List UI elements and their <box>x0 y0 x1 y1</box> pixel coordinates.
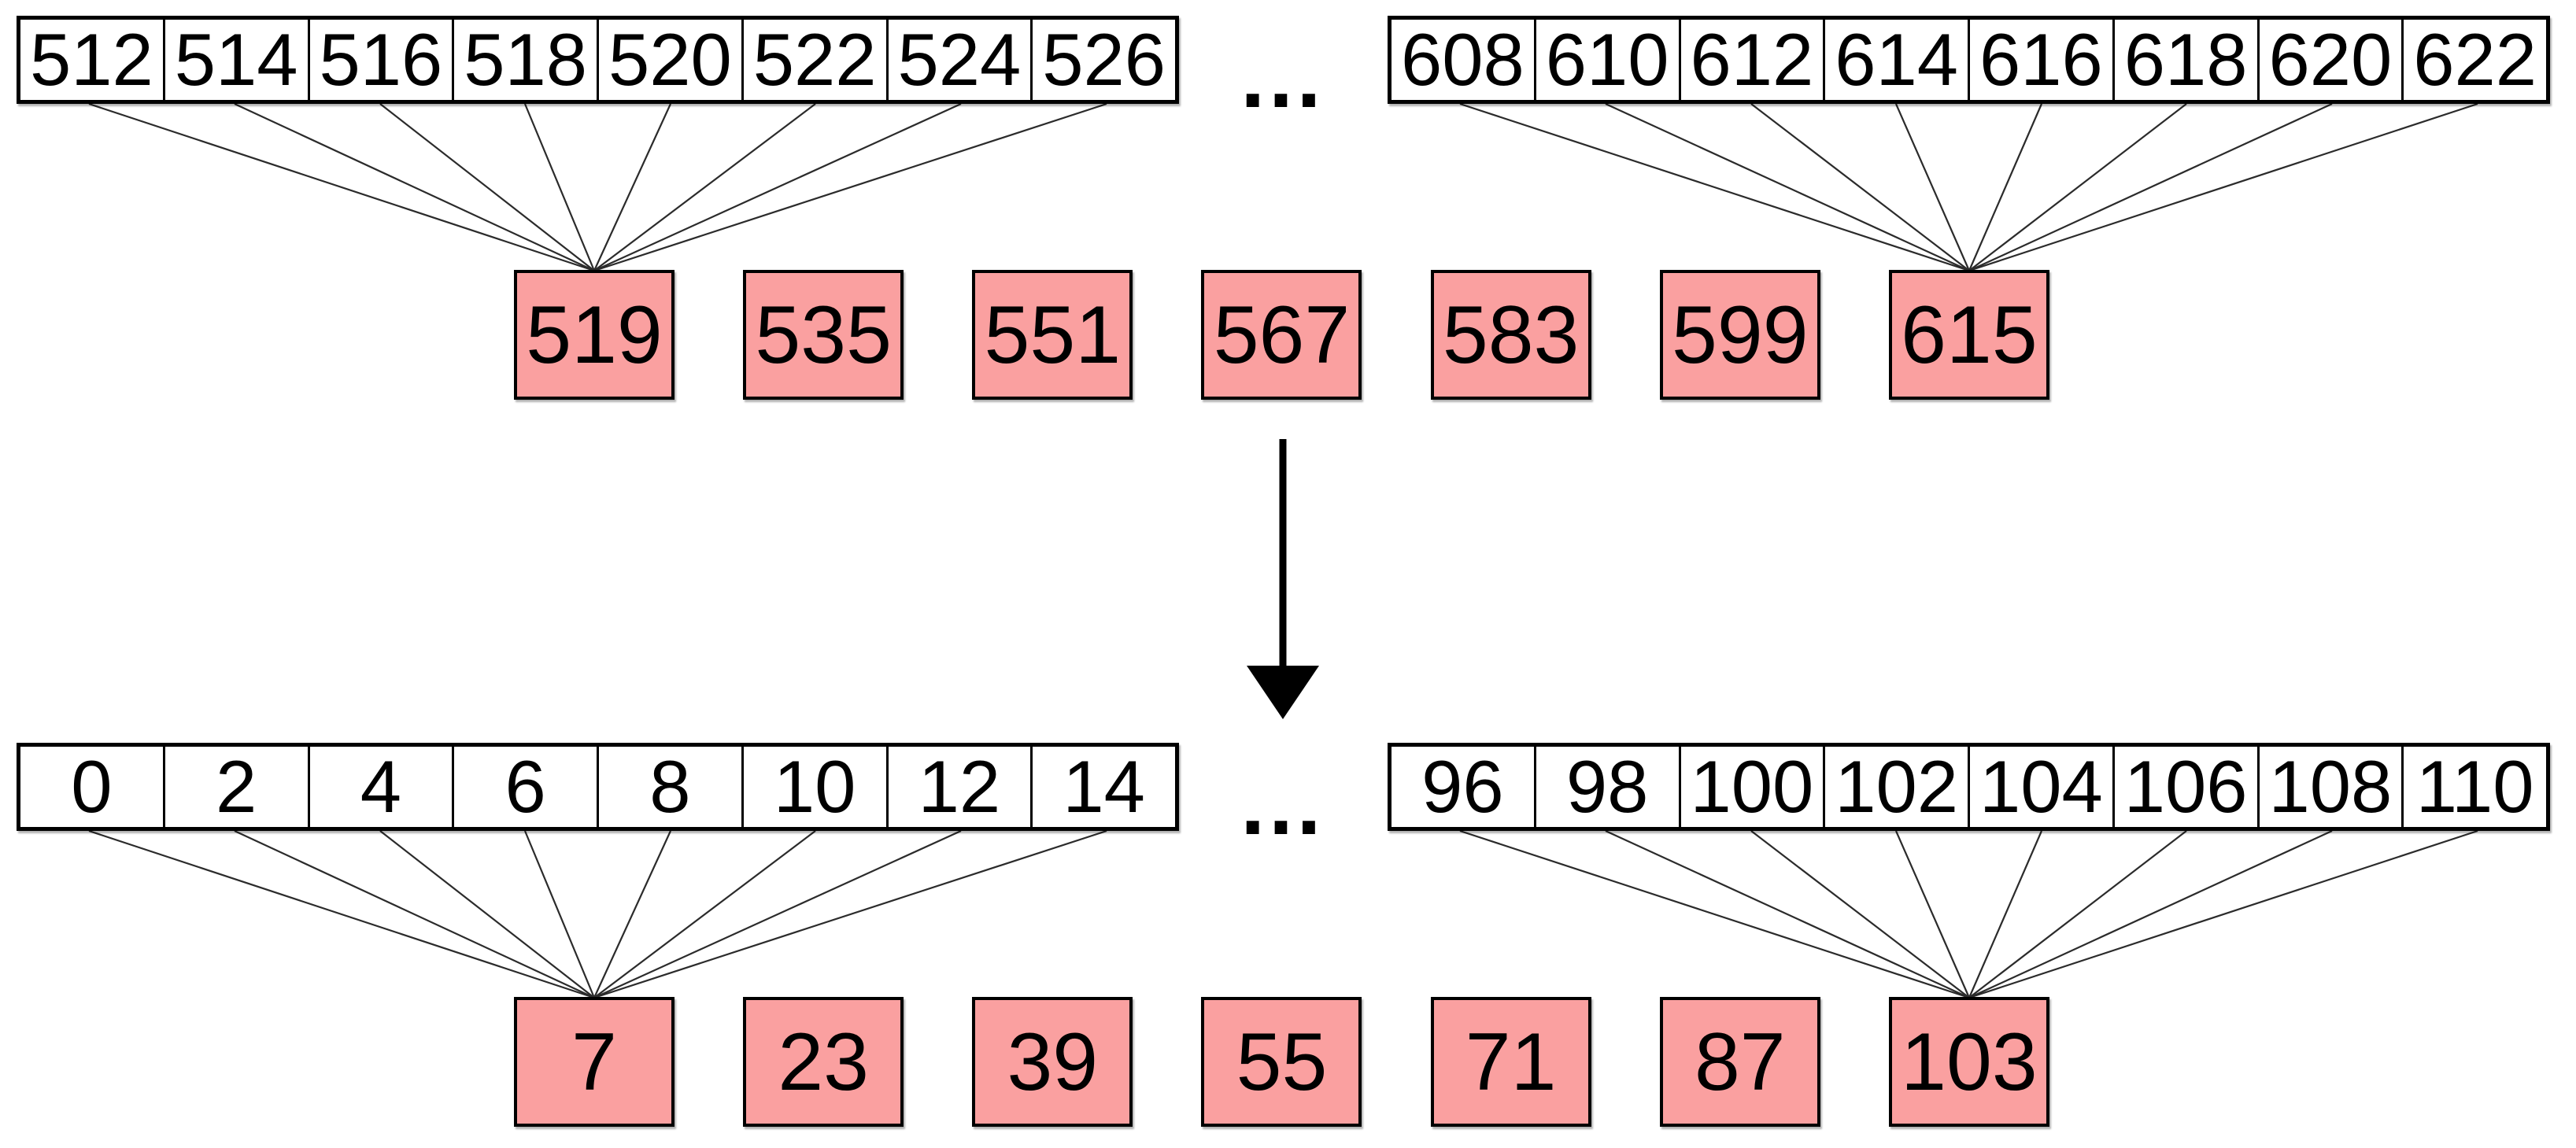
bucket-box: 55 <box>1201 997 1362 1127</box>
array-cell: 522 <box>744 20 889 100</box>
bucket-box: 103 <box>1888 997 2049 1127</box>
array-cell: 622 <box>2413 20 2537 100</box>
array-cell: 520 <box>599 20 744 100</box>
top-ellipsis: … <box>1236 27 1330 126</box>
bucket-box: 599 <box>1659 270 1820 400</box>
array-cell: 620 <box>2260 20 2404 100</box>
array-cell: 12 <box>889 747 1033 827</box>
bucket-box: 87 <box>1659 997 1820 1127</box>
array-cell: 516 <box>310 20 455 100</box>
array-cell: 512 <box>20 20 165 100</box>
top-buckets-row: 519 535 551 567 583 599 615 <box>514 270 2049 400</box>
bucket-box: 567 <box>1201 270 1362 400</box>
bucket-box: 615 <box>1888 270 2049 400</box>
bucket-box: 583 <box>1430 270 1591 400</box>
bucket-box: 23 <box>743 997 904 1127</box>
array-cell: 610 <box>1536 20 1681 100</box>
bucket-box: 535 <box>743 270 904 400</box>
array-cell: 608 <box>1391 20 1536 100</box>
array-cell: 98 <box>1536 747 1681 827</box>
array-cell: 518 <box>454 20 599 100</box>
arrow-down-icon <box>1247 439 1319 719</box>
bucket-box: 7 <box>514 997 674 1127</box>
array-cell: 100 <box>1681 747 1826 827</box>
array-cell: 104 <box>1970 747 2115 827</box>
array-cell: 8 <box>599 747 744 827</box>
array-cell: 108 <box>2260 747 2404 827</box>
bucket-box: 71 <box>1430 997 1591 1127</box>
fan-lines-bottom-right <box>1459 829 2478 999</box>
array-cell: 0 <box>20 747 165 827</box>
array-cell: 618 <box>2115 20 2260 100</box>
array-cell: 616 <box>1970 20 2115 100</box>
array-cell: 2 <box>165 747 310 827</box>
bucket-box: 39 <box>972 997 1133 1127</box>
array-cell: 96 <box>1391 747 1536 827</box>
array-cell: 102 <box>1825 747 1970 827</box>
bucket-box: 551 <box>972 270 1133 400</box>
array-cell: 6 <box>454 747 599 827</box>
bottom-buckets-row: 7 23 39 55 71 87 103 <box>514 997 2049 1127</box>
array-cell: 614 <box>1825 20 1970 100</box>
array-cell: 524 <box>889 20 1033 100</box>
array-cell: 612 <box>1681 20 1826 100</box>
fan-lines-top-right <box>1459 102 2478 272</box>
bottom-ellipsis: … <box>1236 754 1330 853</box>
fan-lines-top-left <box>88 102 1107 272</box>
array-cell: 4 <box>310 747 455 827</box>
array-cell: 514 <box>165 20 310 100</box>
array-cell: 526 <box>1042 20 1166 100</box>
array-cell: 10 <box>744 747 889 827</box>
array-cell: 14 <box>1063 747 1145 827</box>
array-cell: 110 <box>2415 747 2534 827</box>
array-cell: 106 <box>2115 747 2260 827</box>
fan-lines-bottom-left <box>88 829 1107 999</box>
bucket-box: 519 <box>514 270 674 400</box>
